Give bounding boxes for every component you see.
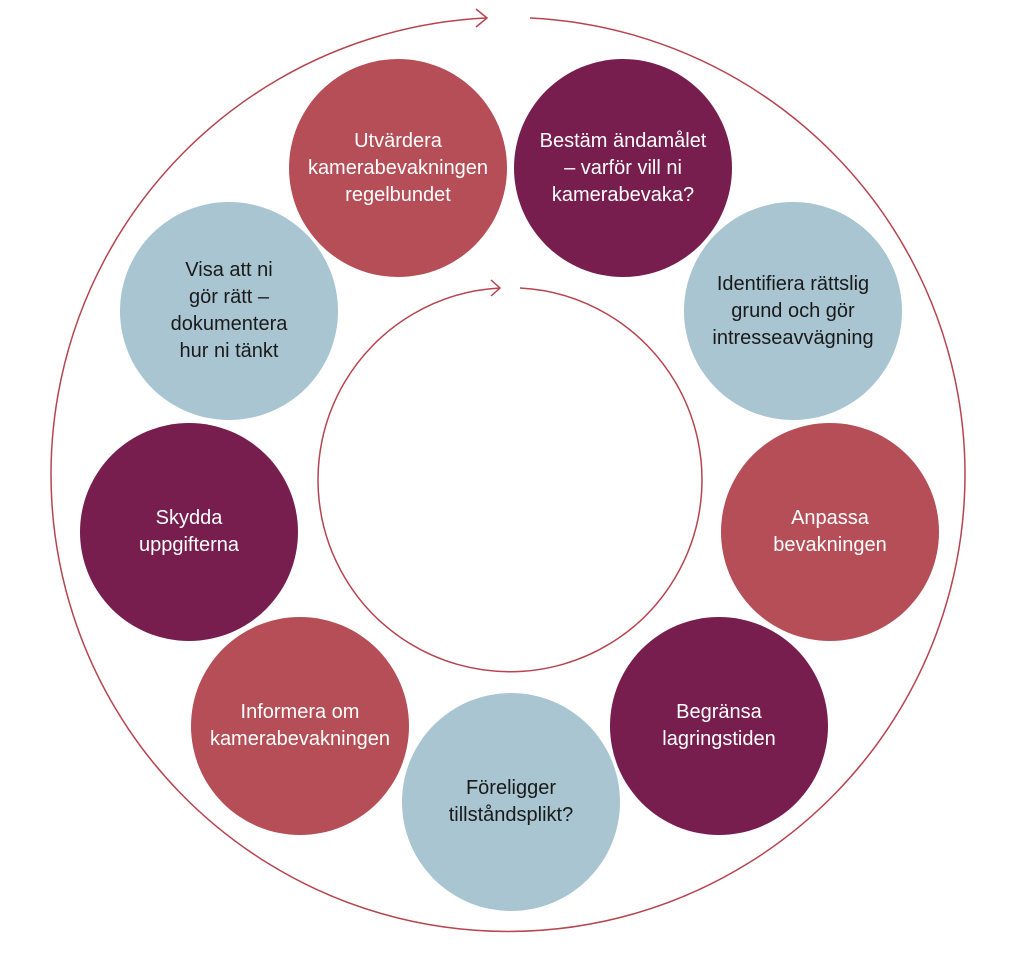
step-adapt-surveillance: Anpassa bevakningen: [721, 423, 939, 641]
outer-cycle-arrow: [50, 17, 966, 933]
step-label: Informera om kamerabevakningen: [209, 701, 391, 750]
inner-arrowhead-icon: [490, 279, 502, 297]
step-label: Visa att ni gör rätt – dokumentera hur n…: [170, 259, 288, 362]
step-label: Begränsa lagringstiden: [662, 701, 776, 750]
step-define-purpose: Bestäm ändamålet – varför vill ni kamera…: [514, 59, 732, 277]
step-evaluate: Utvärdera kamerabevakningen regelbundet: [289, 59, 507, 277]
inner-cycle-arrow: [317, 287, 703, 673]
outer-arrowhead-icon: [475, 8, 489, 28]
step-label: Anpassa bevakningen: [773, 507, 887, 556]
step-label: Bestäm ändamålet – varför vill ni kamera…: [539, 129, 707, 206]
step-limit-storage: Begränsa lagringstiden: [610, 617, 828, 835]
step-document: Visa att ni gör rätt – dokumentera hur n…: [120, 202, 338, 420]
step-label: Identifiera rättslig grund och gör intre…: [712, 272, 874, 349]
step-label: Utvärdera kamerabevakningen regelbundet: [307, 129, 489, 206]
step-protect-data: Skydda uppgifterna: [80, 423, 298, 641]
step-legal-basis: Identifiera rättslig grund och gör intre…: [684, 202, 902, 420]
step-label: Föreligger tillståndsplikt?: [448, 777, 574, 826]
step-permit-requirement: Föreligger tillståndsplikt?: [402, 693, 620, 911]
step-label: Skydda uppgifterna: [138, 507, 240, 556]
step-inform: Informera om kamerabevakningen: [191, 617, 409, 835]
